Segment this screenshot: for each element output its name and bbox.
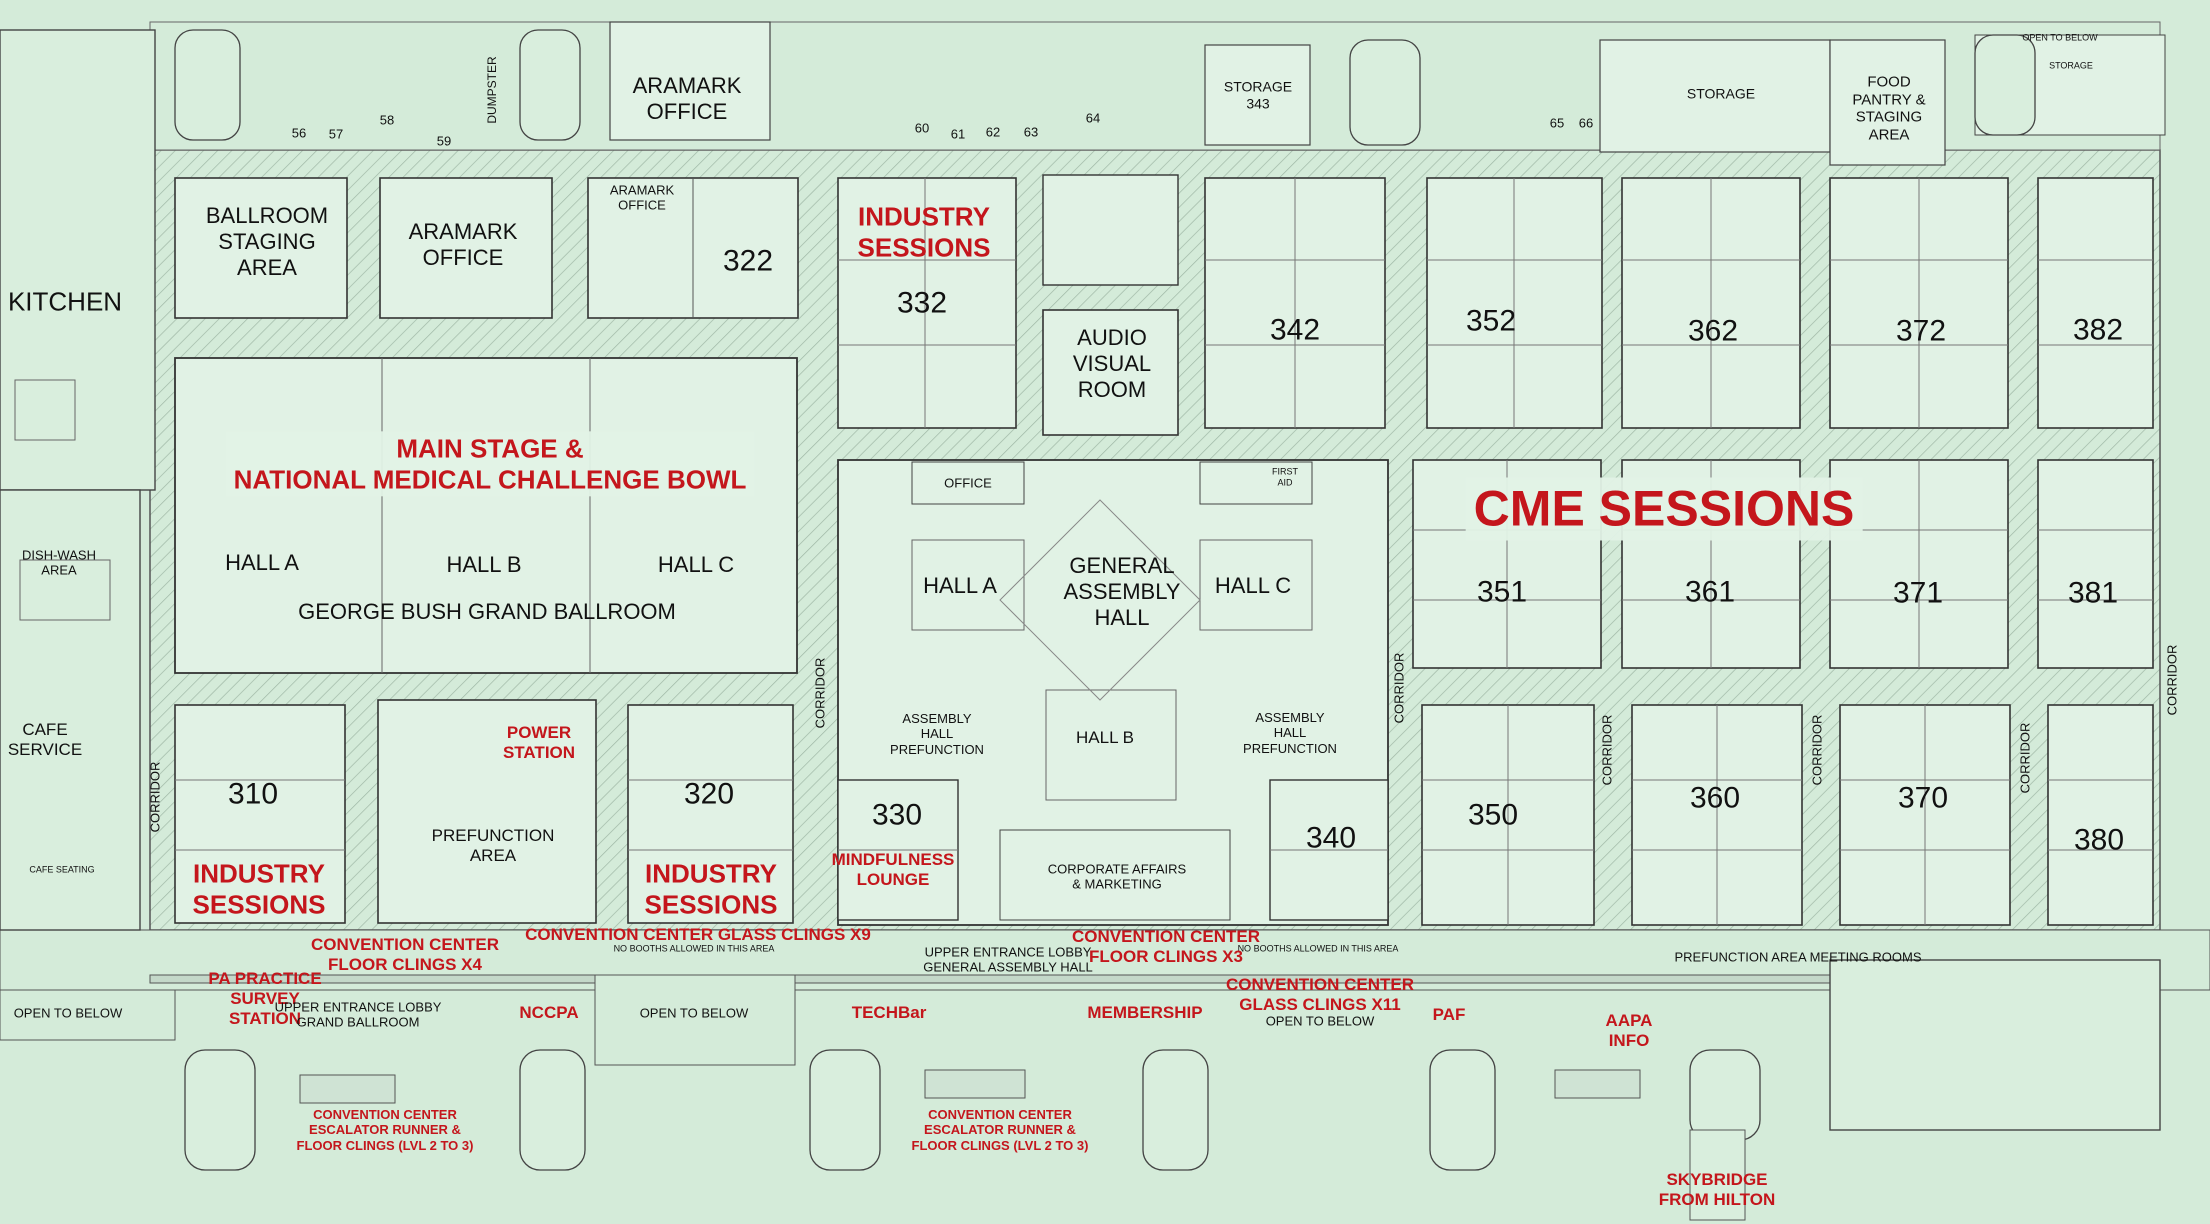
dock-number: 57 [328, 126, 344, 142]
hall-c-label: HALL C [657, 552, 735, 578]
dock-number: 59 [436, 133, 452, 149]
cafe-service-label: CAFE SERVICE [7, 719, 83, 759]
open-to-below-label: OPEN TO BELOW [639, 1005, 749, 1021]
membership-booth-label: MEMBERSHIP [1087, 1002, 1203, 1022]
assembly-prefunction-label: ASSEMBLY HALL PREFUNCTION [890, 711, 984, 757]
dock-number: 60 [914, 120, 930, 136]
audio-visual-room-label: AUDIO VISUAL ROOM [1072, 325, 1152, 402]
corridor-label: CORRIDOR [812, 657, 828, 729]
open-to-below-label: OPEN TO BELOW [1265, 1013, 1375, 1029]
room-330: 330 [871, 798, 923, 832]
room-371: 371 [1892, 576, 1944, 610]
industry-sessions-label: INDUSTRY SESSIONS [644, 858, 778, 919]
nccpa-booth-label: NCCPA [519, 1002, 579, 1022]
hall-b-label: HALL B [446, 552, 522, 578]
dock-number: 61 [950, 126, 966, 142]
aramark-office-label: ARAMARK OFFICE [408, 219, 518, 270]
floor-clings-x4-label: CONVENTION CENTER FLOOR CLINGS X4 [311, 934, 499, 974]
room-381: 381 [2067, 576, 2119, 610]
escalator-runner-label: CONVENTION CENTER ESCALATOR RUNNER & FLO… [296, 1107, 474, 1153]
gah-hall-a-label: HALL A [923, 573, 997, 599]
corridor-label: CORRIDOR [147, 761, 163, 833]
assembly-prefunction-label: ASSEMBLY HALL PREFUNCTION [1243, 710, 1337, 756]
gah-hall-c-label: HALL C [1214, 573, 1292, 599]
room-362: 362 [1687, 314, 1739, 348]
corridor-label: CORRIDOR [1599, 714, 1615, 786]
glass-clings-x9-label: CONVENTION CENTER GLASS CLINGS X9 [525, 924, 871, 944]
aapa-info-label: AAPA INFO [1605, 1010, 1653, 1050]
dock-number: 56 [291, 125, 307, 141]
room-340: 340 [1305, 821, 1357, 855]
cme-sessions-label: CME SESSIONS [1465, 477, 1863, 541]
skybridge-label: SKYBRIDGE FROM HILTON [1658, 1169, 1776, 1209]
dock-number: 63 [1023, 124, 1039, 140]
room-350: 350 [1467, 798, 1519, 832]
industry-sessions-label: INDUSTRY SESSIONS [857, 201, 991, 262]
paf-booth-label: PAF [1432, 1004, 1466, 1024]
no-booths-label: NO BOOTHS ALLOWED IN THIS AREA [1237, 943, 1399, 954]
office-label: OFFICE [944, 475, 992, 491]
corridor-label: CORRIDOR [2017, 722, 2033, 794]
floor-clings-x3-label: CONVENTION CENTER FLOOR CLINGS X3 [1072, 926, 1260, 966]
dish-wash-label: DISH-WASH AREA [22, 547, 96, 578]
hall-a-label: HALL A [225, 550, 299, 576]
cafe-seating-label: CAFE SEATING [29, 864, 95, 875]
room-372: 372 [1895, 314, 1947, 348]
room-380: 380 [2073, 823, 2125, 857]
open-to-below-top-label: OPEN TO BELOW [2022, 32, 2098, 43]
power-station-label: POWER STATION [502, 722, 576, 762]
room-352: 352 [1465, 304, 1517, 338]
food-pantry-label: FOOD PANTRY & STAGING AREA [1852, 73, 1926, 144]
dock-number: 65 [1549, 115, 1565, 131]
grand-ballroom-label: GEORGE BUSH GRAND BALLROOM [298, 599, 676, 625]
dock-number: 64 [1085, 110, 1101, 126]
main-stage-label: MAIN STAGE & NATIONAL MEDICAL CHALLENGE … [225, 431, 755, 497]
room-351: 351 [1476, 575, 1528, 609]
escalator-runner-label: CONVENTION CENTER ESCALATOR RUNNER & FLO… [911, 1107, 1089, 1153]
upper-lobby-ballroom-label: UPPER ENTRANCE LOBBY GRAND BALLROOM [274, 999, 442, 1030]
storage-343-label: STORAGE 343 [1223, 78, 1293, 111]
aramark-office-label: ARAMARK OFFICE [609, 182, 675, 213]
dumpster-label: DUMPSTER [484, 56, 499, 124]
corridor-label: CORRIDOR [1809, 714, 1825, 786]
no-booths-label: NO BOOTHS ALLOWED IN THIS AREA [613, 943, 775, 954]
aramark-office-label: ARAMARK OFFICE [632, 73, 742, 124]
prefunction-meeting-label: PREFUNCTION AREA MEETING ROOMS [1674, 949, 1922, 965]
room-361: 361 [1684, 575, 1736, 609]
dock-number: 66 [1578, 115, 1594, 131]
storage-small-label: STORAGE [2049, 60, 2093, 71]
techbar-booth-label: TECHBar [851, 1002, 927, 1022]
room-382: 382 [2072, 313, 2124, 347]
corridor-label: CORRIDOR [2164, 644, 2180, 716]
dock-number: 58 [379, 112, 395, 128]
kitchen-label: KITCHEN [7, 286, 123, 317]
corridor-label: CORRIDOR [1391, 652, 1407, 724]
industry-sessions-label: INDUSTRY SESSIONS [192, 858, 326, 919]
pa-practice-survey-label: PA PRACTICE SURVEY STATION [208, 968, 322, 1029]
general-assembly-hall-label: GENERAL ASSEMBLY HALL [1063, 553, 1181, 630]
storage-label: STORAGE [1686, 85, 1756, 102]
room-370: 370 [1897, 781, 1949, 815]
room-360: 360 [1689, 781, 1741, 815]
prefunction-label: PREFUNCTION AREA [431, 825, 555, 865]
room-310: 310 [227, 777, 279, 811]
mindfulness-lounge-label: MINDFULNESS LOUNGE [831, 849, 955, 889]
room-342: 342 [1269, 313, 1321, 347]
first-aid-label: FIRST AID [1272, 466, 1298, 487]
ballroom-staging-label: BALLROOM STAGING AREA [205, 203, 329, 280]
room-332: 332 [896, 286, 948, 320]
open-to-below-label: OPEN TO BELOW [13, 1005, 123, 1021]
dock-number: 62 [985, 124, 1001, 140]
gah-hall-b-label: HALL B [1076, 727, 1134, 747]
room-320: 320 [683, 777, 735, 811]
glass-clings-x11-label: CONVENTION CENTER GLASS CLINGS X11 [1226, 974, 1414, 1014]
corporate-affairs-label: CORPORATE AFFAIRS & MARKETING [1047, 861, 1187, 892]
upper-lobby-gah-label: UPPER ENTRANCE LOBBY GENERAL ASSEMBLY HA… [923, 944, 1093, 975]
room-322: 322 [722, 244, 774, 278]
